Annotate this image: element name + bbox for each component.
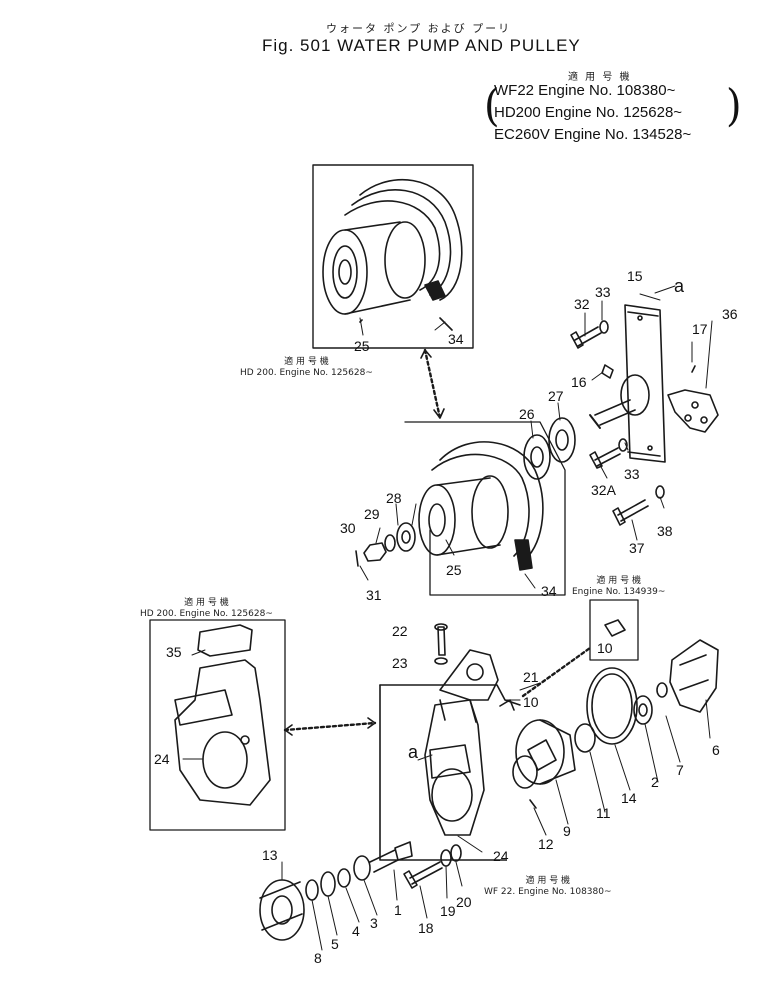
note-jp: 適 用 号 機 (596, 576, 641, 586)
part-number-25-main: 25 (446, 562, 462, 578)
bolts-plate (570, 320, 665, 526)
part-number-33: 33 (595, 284, 611, 300)
part-number-34-main: 34 (541, 583, 557, 599)
part-number-12: 12 (538, 836, 554, 852)
part-number-3: 3 (370, 915, 378, 931)
connector-arrow-right (521, 646, 592, 698)
part-number-9: 9 (563, 823, 571, 839)
note-hd200-left: 適 用 号 機 HD 200. Engine No. 125628~ (140, 598, 273, 620)
note-text: Engine No. 134939~ (572, 587, 666, 597)
part-number-23: 23 (392, 655, 408, 671)
note-engine-134939: 適 用 号 機 Engine No. 134939~ (572, 576, 665, 598)
ref-letter-a-top: a (674, 276, 685, 296)
part-number-34-top: 34 (448, 331, 464, 347)
applicability-line-3: EC260V Engine No. 134528~ (494, 126, 692, 143)
part-number-33b: 33 (624, 466, 640, 482)
part-number-8: 8 (314, 950, 322, 966)
part-number-17: 17 (692, 321, 708, 337)
connector-arrow-left (283, 721, 377, 732)
note-jp: 適 用 号 機 (284, 357, 329, 367)
leader-lines (182, 285, 713, 951)
part-number-2: 2 (651, 774, 659, 790)
part-number-10-main: 10 (523, 694, 539, 710)
part-number-37: 37 (629, 540, 645, 556)
ref-letter-a-bottom: a (408, 742, 419, 762)
part-number-22: 22 (392, 623, 408, 639)
pump-housing (379, 649, 521, 861)
part-number-4: 4 (352, 923, 360, 939)
main-pulley-assembly (404, 421, 566, 596)
left-paren: ( (484, 80, 500, 132)
mounting-plate-15 (589, 304, 719, 463)
part-number-30: 30 (340, 520, 356, 536)
hub-fasteners (355, 522, 416, 567)
part-number-11: 11 (596, 805, 611, 821)
part-number-28: 28 (386, 490, 402, 506)
part-number-13: 13 (262, 847, 278, 863)
part-number-27: 27 (548, 388, 564, 404)
note-text: HD 200. Engine No. 125628~ (140, 609, 273, 619)
pump-internals (499, 639, 719, 809)
part-number-16: 16 (571, 374, 587, 390)
inset-bracket-hd200 (149, 619, 286, 831)
applicability-line-1: WF22 Engine No. 108380~ (494, 82, 676, 99)
note-jp: 適 用 号 機 (184, 598, 229, 608)
part-number-36: 36 (722, 306, 738, 322)
right-paren: ) (726, 80, 742, 132)
part-number-31: 31 (366, 587, 382, 603)
note-text: HD 200. Engine No. 125628~ (240, 368, 373, 378)
bolt-22-washer-23 (434, 623, 448, 665)
part-number-1: 1 (394, 902, 402, 918)
applicability-heading: 適 用 号 機 (568, 72, 632, 83)
japanese-title: ウォータ ポンプ および プーリ (326, 22, 512, 35)
figure-title: Fig. 501 WATER PUMP AND PULLEY (262, 36, 581, 55)
note-wf22: 適 用 号 機 WF 22. Engine No. 108380~ (484, 876, 612, 898)
part-number-10-inset: 10 (597, 640, 613, 656)
part-number-25-top: 25 (354, 338, 370, 354)
part-number-24-main: 24 (493, 848, 509, 864)
connector-arrow-top (423, 348, 442, 420)
part-number-20: 20 (456, 894, 472, 910)
note-hd200-top: 適 用 号 機 HD 200. Engine No. 125628~ (240, 357, 373, 379)
part-number-15: 15 (627, 268, 643, 284)
part-number-29: 29 (364, 506, 380, 522)
part-number-14: 14 (621, 790, 637, 806)
part-number-6: 6 (712, 742, 720, 758)
note-text: WF 22. Engine No. 108380~ (484, 887, 612, 897)
part-number-26: 26 (519, 406, 535, 422)
part-number-21: 21 (523, 669, 539, 685)
inset-part-10 (589, 599, 639, 661)
applicability-line-2: HD200 Engine No. 125628~ (494, 104, 683, 121)
bearings-26-27 (523, 417, 576, 480)
part-number-24-inset: 24 (154, 751, 170, 767)
part-number-35: 35 (166, 644, 182, 660)
part-number-5: 5 (331, 936, 339, 952)
part-number-38: 38 (657, 523, 673, 539)
part-number-32: 32 (574, 296, 590, 312)
inset-pulley-hd200 (312, 164, 474, 349)
part-number-18: 18 (418, 920, 434, 936)
note-jp: 適 用 号 機 (525, 876, 571, 886)
part-number-7: 7 (676, 762, 684, 778)
part-number-32A: 32A (591, 482, 616, 498)
applicability-block: 適 用 号 機 WF22 Engine No. 108380~ HD200 En… (484, 66, 742, 148)
part-number-19: 19 (440, 903, 456, 919)
